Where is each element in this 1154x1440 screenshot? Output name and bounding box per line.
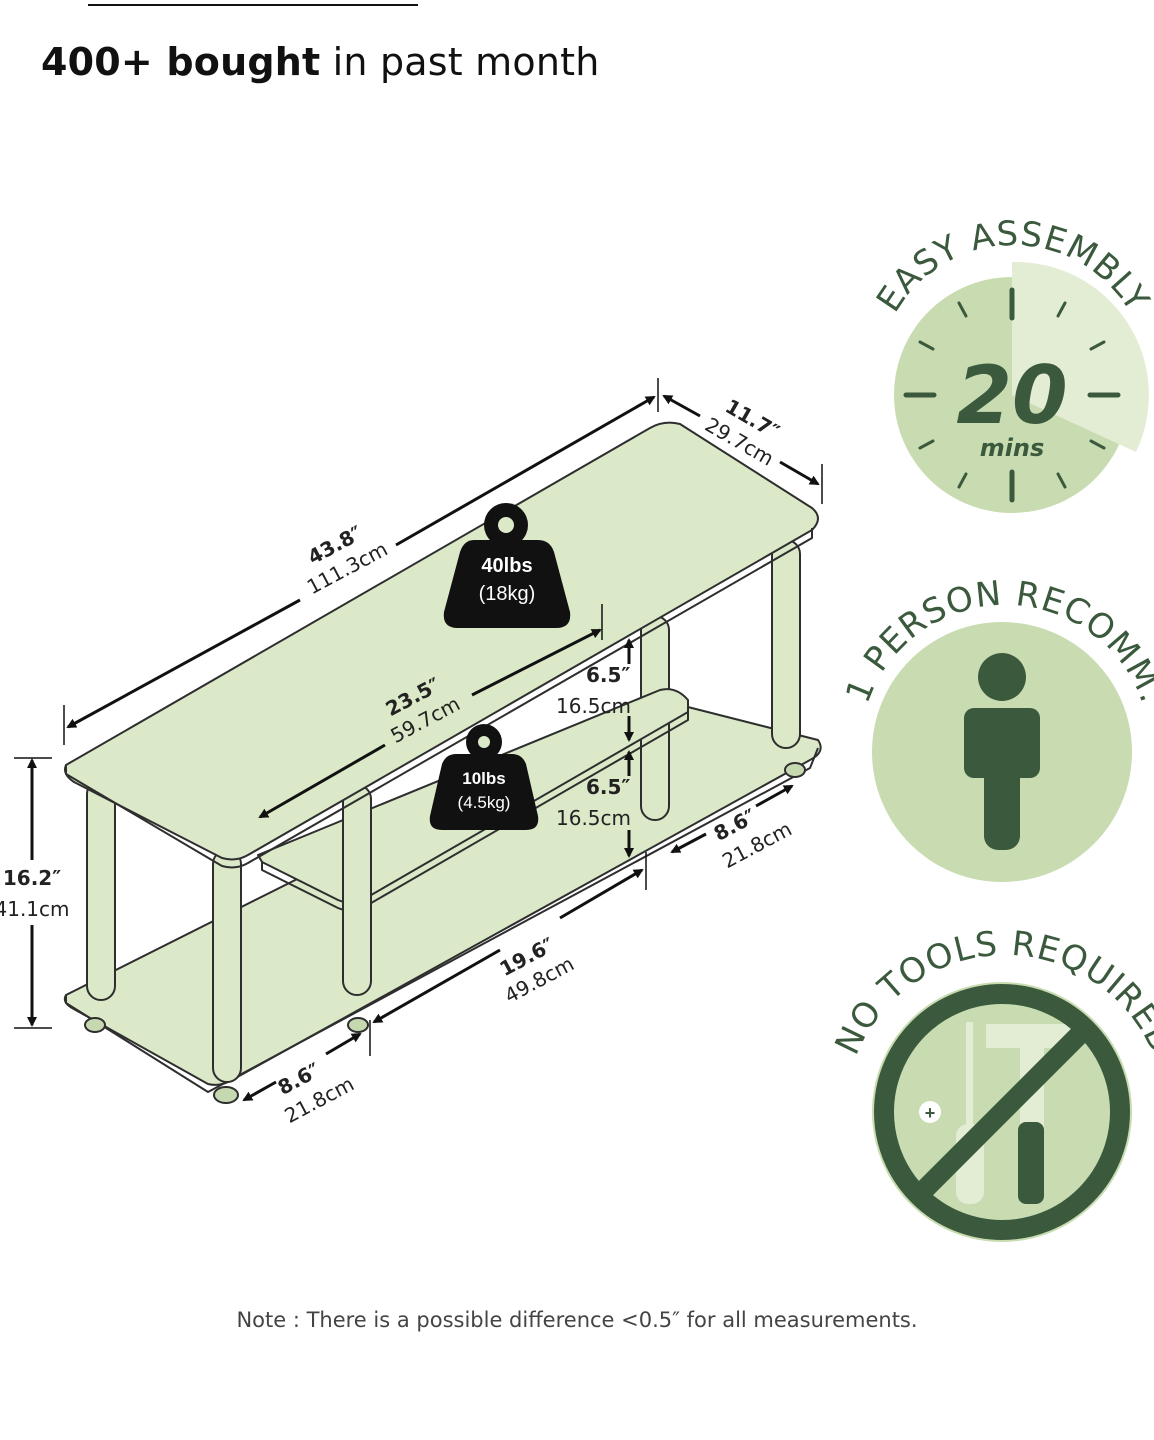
easy-assembly-badge: EASY ASSEMBLY 20 mins	[869, 214, 1154, 513]
foot	[347, 1017, 369, 1033]
weight-top-kg: (18kg)	[479, 583, 536, 605]
person-icon	[964, 653, 1040, 850]
bought-count-rest: in past month	[332, 40, 600, 84]
height-cm-label: 41.1cm	[0, 897, 70, 921]
bought-count: 400+ bought in past month	[41, 40, 600, 84]
product-dimensions-image[interactable]: 40lbs (18kg) 10lbs (4.5kg)	[0, 210, 1154, 1360]
gap-top-in-label: 6.5″	[586, 663, 630, 687]
foot	[213, 1086, 239, 1104]
measurement-note: Note : There is a possible difference <0…	[236, 1308, 918, 1332]
bought-count-bold: 400+ bought	[41, 40, 321, 84]
gap-bottom-in-label: 6.5″	[586, 775, 630, 799]
assembly-unit: mins	[980, 434, 1045, 462]
dimension-lines	[14, 378, 823, 1102]
post	[212, 849, 242, 1083]
prohibited-slash-icon	[910, 1020, 1094, 1204]
clock-sector	[1012, 261, 1149, 452]
dimension-diagram: 40lbs (18kg) 10lbs (4.5kg)	[0, 214, 1154, 1242]
gap-bottom-cm-label: 16.5cm	[556, 806, 631, 830]
weight-badge-shelf: 10lbs (4.5kg)	[429, 724, 539, 830]
svg-text:+: +	[925, 1103, 936, 1123]
no-tools-badge: NO TOOLS REQUIRED +	[828, 924, 1154, 1242]
tv-stand-illustration	[63, 421, 822, 1104]
gap-top-cm-label: 16.5cm	[556, 694, 631, 718]
weight-shelf-kg: (4.5kg)	[458, 793, 511, 812]
foot	[84, 1017, 106, 1033]
weight-top-lbs: 40lbs	[481, 555, 532, 577]
post	[771, 539, 801, 749]
post	[342, 784, 372, 996]
cropped-header-underline	[88, 0, 418, 6]
one-person-badge: 1 PERSON RECOMM.	[838, 574, 1154, 882]
height-in-label: 16.2″	[3, 866, 61, 890]
clock-icon	[903, 287, 1121, 503]
post	[86, 779, 116, 1001]
foot	[784, 762, 806, 778]
weight-badge-top: 40lbs (18kg)	[443, 503, 571, 628]
assembly-minutes: 20	[956, 349, 1067, 442]
weight-shelf-lbs: 10lbs	[462, 769, 505, 788]
